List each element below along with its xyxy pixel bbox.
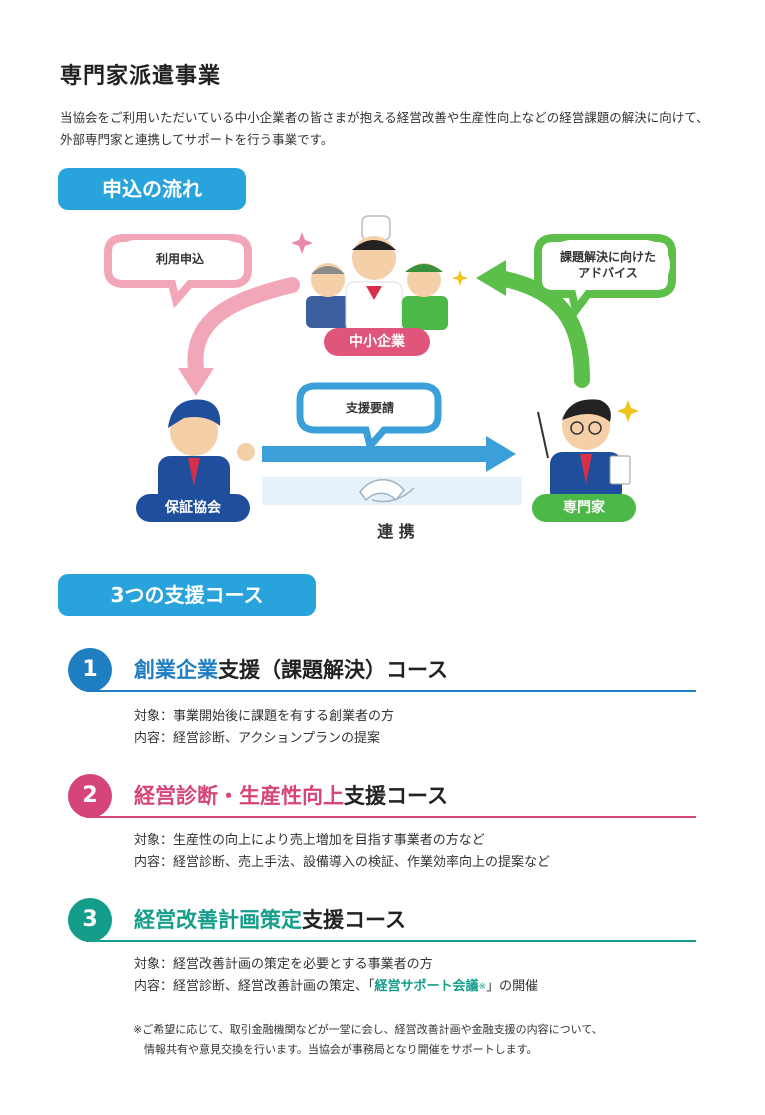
course-3-title-rest: 支援コース [302,908,406,932]
course-1-content: 内容：経営診断、アクションプランの提案 [134,731,380,746]
course-1-title: 創業企業支援（課題解決）コース [134,654,448,684]
request-bubble: 支援要請 [306,390,434,426]
footnote-line1: ※ご希望に応じて、取引金融機関などが一堂に会し、経営改善計画や金融支援の内容につ… [133,1023,603,1036]
advice-arrow-head [476,260,506,296]
course-3-number: 3 [68,898,112,942]
expert-person-illustration [537,399,639,504]
course-2-body: 対象：生産性の向上により売上増加を目指す事業者の方など 内容：経営診断、売上手法… [134,830,550,874]
apply-bubble: 利用申込 [116,240,244,278]
course-1-rule [86,690,696,692]
course-3-title: 経営改善計画策定支援コース [134,904,406,934]
expert-label: 専門家 [532,494,636,522]
course-3-title-highlight: 経営改善計画策定 [134,908,302,932]
course-2-target: 対象：生産性の向上により売上増加を目指す事業者の方など [134,833,485,848]
link-label: 連 携 [377,522,415,541]
course-1-title-rest: 支援（課題解決）コース [218,658,448,682]
course-1-number: 1 [68,648,112,692]
course-3-rule [86,940,696,942]
request-arrow-head [486,436,516,472]
course-1-body: 対象：事業開始後に課題を有する創業者の方 内容：経営診断、アクションプランの提案 [134,706,394,750]
course-2-title-highlight: 経営診断・生産性向上 [134,784,344,808]
sme-label: 中小企業 [324,328,430,356]
apply-arrow [187,277,300,378]
handshake-icon [359,479,415,503]
course-2-content: 内容：経営診断、売上手法、設備導入の検証、作業効率向上の提案など [134,855,551,870]
association-person-illustration [158,399,255,506]
course-3-content: 内容：経営診断、経営改善計画の策定、「経営サポート会議※」の開催 [134,976,538,998]
page-title: 専門家派遣事業 [60,64,222,89]
course-2-title: 経営診断・生産性向上支援コース [134,780,448,810]
sme-people-illustration [291,215,468,333]
footnote-line2: 情報共有や意見交換を行います。当協会が事務局となり開催をサポートします。 [144,1043,538,1056]
course-3-content-prefix: 内容：経営診断、経営改善計画の策定、「 [134,979,375,994]
course-1-title-highlight: 創業企業 [134,658,218,682]
course-2-number: 2 [68,774,112,818]
footnote: ※ご希望に応じて、取引金融機関などが一堂に会し、経営改善計画や金融支援の内容につ… [133,1020,693,1060]
advice-arrow [492,270,590,388]
association-label: 保証協会 [136,494,250,522]
course-3-content-highlight: 経営サポート会議 [374,979,479,994]
course-3-target: 対象：経営改善計画の策定を必要とする事業者の方 [134,957,433,972]
flow-heading: 申込の流れ [58,168,246,210]
course-3-body: 対象：経営改善計画の策定を必要とする事業者の方 内容：経営診断、経営改善計画の策… [134,954,538,998]
request-arrow [262,446,488,462]
intro-text: 当協会をご利用いただいている中小企業者の皆さまが抱える経営改善や生産性向上などの… [60,110,709,147]
advice-bubble-line1: 課題解決に向けた [559,250,656,264]
course-2-title-rest: 支援コース [344,784,448,808]
course-3-content-suffix: 」の開催 [486,979,539,994]
courses-heading: 3つの支援コース [58,574,316,616]
course-3-content-mark: ※ [478,982,487,992]
course-2-rule [86,816,696,818]
advice-bubble: 課題解決に向けた アドバイス [546,240,670,290]
advice-bubble-line2: アドバイス [578,266,638,280]
apply-arrow-head [178,368,214,396]
course-1-target: 対象：事業開始後に課題を有する創業者の方 [134,709,395,724]
